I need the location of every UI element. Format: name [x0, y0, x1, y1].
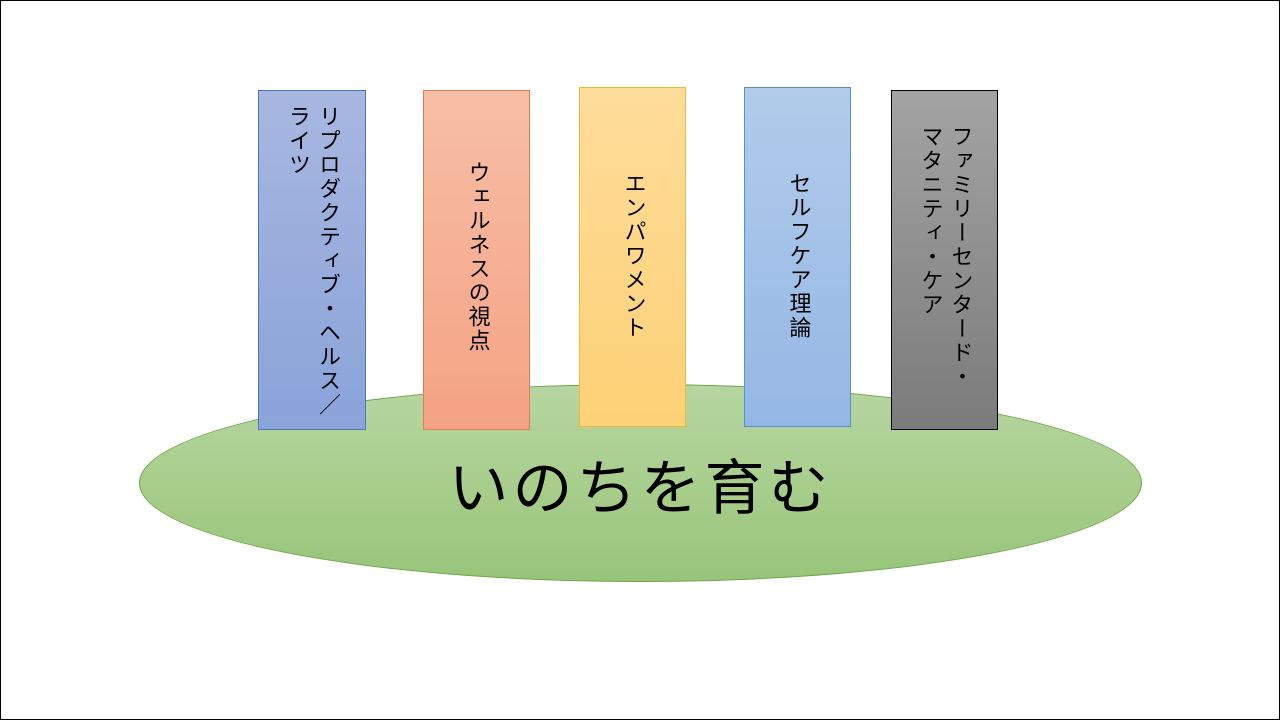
pillar-family-centered-care: ファミリーセンタード・ マタニティ・ケア — [891, 90, 998, 430]
pillar-label: セルフケア理論 — [785, 172, 811, 340]
pillar-label: ファミリーセンタード・ マタニティ・ケア — [917, 125, 973, 389]
pillar-self-care: セルフケア理論 — [744, 87, 851, 427]
pillar-reproductive-health: リプロダクティブ・ヘルス／ ライツ — [258, 90, 366, 430]
pillar-label: ウェルネスの視点 — [464, 161, 490, 353]
pillar-label: リプロダクティブ・ヘルス／ ライツ — [285, 105, 340, 417]
pillar-wellness: ウェルネスの視点 — [423, 90, 530, 430]
pillar-label: エンパワメント — [620, 172, 646, 340]
pillar-empowerment: エンパワメント — [579, 87, 686, 427]
foundation-label: いのちを育む — [448, 453, 833, 524]
